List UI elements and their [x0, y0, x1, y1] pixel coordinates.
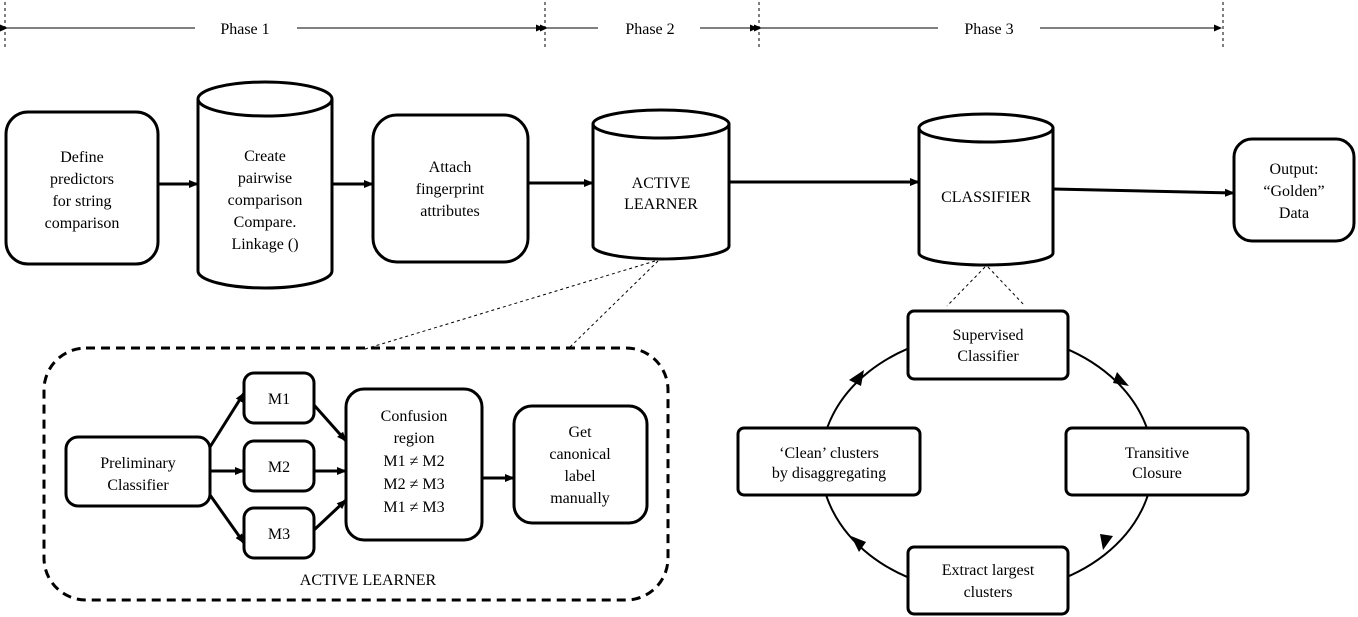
svg-text:“Golden”: “Golden”: [1263, 183, 1324, 200]
svg-text:‘Clean’ clusters: ‘Clean’ clusters: [779, 445, 879, 462]
clean-clusters-node: [736, 426, 922, 497]
svg-text:fingerprint: fingerprint: [416, 181, 485, 198]
svg-text:label: label: [564, 468, 596, 485]
svg-text:by disaggregating: by disaggregating: [772, 465, 886, 482]
create-pairwise-node: [196, 80, 334, 290]
define-predictors-node: [4, 110, 160, 266]
active-learner-text: ACTIVE LEARNER: [624, 175, 698, 213]
svg-text:clusters: clusters: [964, 584, 1013, 601]
svg-text:pairwise: pairwise: [238, 170, 292, 187]
attach-fingerprint-text: Attach fingerprint attributes: [416, 159, 485, 220]
transitive-closure-node: [1064, 426, 1250, 497]
classifier-text: CLASSIFIER: [941, 189, 1031, 206]
attach-fingerprint-node: [371, 113, 530, 264]
active-learner-detail-title: ACTIVE LEARNER: [300, 572, 437, 589]
svg-text:M1 ≠ M3: M1 ≠ M3: [383, 499, 444, 516]
phase-3-label: Phase 3: [964, 21, 1013, 38]
svg-text:Attach: Attach: [429, 159, 472, 176]
create-pairwise-text: Create pairwise comparison Compare. Link…: [228, 148, 303, 253]
svg-text:Classifier: Classifier: [957, 348, 1019, 365]
svg-text:Classifier: Classifier: [107, 477, 169, 494]
svg-text:Transitive: Transitive: [1125, 445, 1189, 462]
svg-text:Confusion: Confusion: [381, 408, 448, 425]
model-m2-label: M2: [268, 459, 290, 476]
svg-text:Closure: Closure: [1132, 465, 1182, 482]
zoom-line-left: [364, 260, 656, 350]
svg-text:LEARNER: LEARNER: [624, 196, 698, 213]
detail-arrows: [208, 392, 515, 544]
model-m1-label: M1: [268, 391, 290, 408]
svg-text:manually: manually: [550, 490, 610, 507]
active-learner-detail-frame: [42, 346, 670, 602]
zoom-line-right: [567, 260, 659, 350]
classifier-node: [917, 112, 1055, 267]
confusion-region-text: Confusion region M1 ≠ M2 M2 ≠ M3 M1 ≠ M3: [381, 408, 448, 516]
svg-text:M2 ≠ M3: M2 ≠ M3: [383, 476, 444, 493]
canonical-label-node: [512, 404, 649, 525]
svg-text:Define: Define: [60, 149, 104, 166]
clean-clusters-text: ‘Clean’ clusters by disaggregating: [772, 445, 886, 482]
svg-text:Output:: Output:: [1270, 161, 1319, 178]
svg-text:comparison: comparison: [45, 215, 120, 232]
svg-text:Data: Data: [1279, 205, 1309, 222]
transitive-closure-text: Transitive Closure: [1125, 445, 1189, 482]
output-text: Output: “Golden” Data: [1263, 161, 1324, 222]
model-m3-node: [242, 506, 316, 560]
svg-text:Supervised: Supervised: [952, 327, 1023, 344]
svg-text:Compare.: Compare.: [234, 214, 297, 231]
preliminary-classifier-text: Preliminary Classifier: [100, 455, 176, 494]
define-predictors-text: Define predictors for string comparison: [45, 149, 120, 232]
cycle-arrowheads: [849, 370, 1129, 552]
confusion-region-node: [344, 387, 484, 542]
zoom-line-classifier-right: [987, 266, 1026, 307]
arrow-classifier-to-output: [1052, 187, 1235, 197]
extract-clusters-node: [906, 545, 1070, 616]
supervised-classifier-text: Supervised Classifier: [952, 327, 1023, 365]
model-m2-node: [242, 439, 316, 493]
supervised-classifier-node: [906, 309, 1070, 381]
svg-text:Create: Create: [244, 148, 286, 165]
active-learner-node: [591, 108, 731, 261]
svg-text:canonical: canonical: [549, 446, 611, 463]
svg-text:Preliminary: Preliminary: [100, 455, 176, 472]
extract-clusters-text: Extract largest clusters: [942, 562, 1035, 601]
svg-text:region: region: [394, 430, 435, 447]
phase-1-label: Phase 1: [220, 21, 269, 38]
svg-text:Linkage (): Linkage (): [231, 236, 298, 253]
svg-text:Extract largest: Extract largest: [942, 562, 1035, 579]
svg-text:Get: Get: [568, 424, 592, 441]
zoom-line-classifier-left: [946, 266, 986, 307]
svg-text:ACTIVE: ACTIVE: [632, 175, 691, 192]
svg-text:comparison: comparison: [228, 192, 303, 209]
model-m3-label: M3: [268, 526, 290, 543]
phase-timeline: [0, 2, 1224, 50]
canonical-label-text: Get canonical label manually: [549, 424, 611, 507]
svg-text:predictors: predictors: [50, 171, 114, 188]
svg-text:M1 ≠ M2: M1 ≠ M2: [383, 453, 444, 470]
svg-text:for string: for string: [52, 193, 111, 210]
phase-2-label: Phase 2: [625, 21, 674, 38]
svg-text:attributes: attributes: [420, 203, 480, 220]
